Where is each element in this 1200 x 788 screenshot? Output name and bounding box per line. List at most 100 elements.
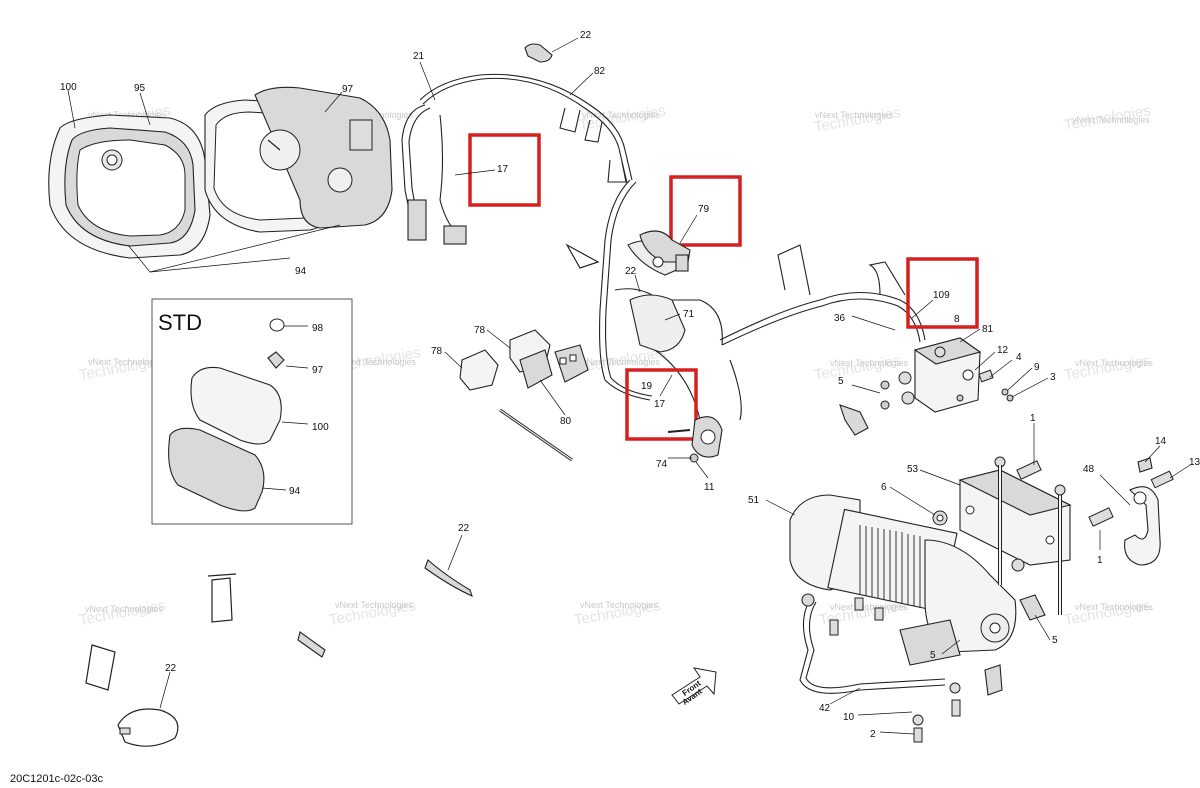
callout-22-low: 22 — [458, 523, 470, 534]
hook-assembly-48 — [1124, 457, 1174, 566]
watermark: vNext Technologies — [1075, 602, 1153, 612]
leader — [889, 486, 936, 516]
leader — [879, 731, 915, 735]
callout-94: 94 — [295, 266, 307, 277]
callout-5-b: 5 — [930, 650, 936, 661]
leader — [1034, 614, 1051, 641]
callout-82: 82 — [594, 66, 606, 77]
callout-8: 8 — [954, 314, 960, 325]
std-callout-100: 100 — [312, 422, 329, 433]
std-variant-box: STD 98 97 100 94 — [151, 298, 353, 525]
leader — [419, 61, 436, 101]
loose-parts — [85, 559, 473, 747]
callout-12: 12 — [997, 345, 1009, 356]
callout-97: 97 — [342, 84, 354, 95]
callout-5-a: 5 — [838, 376, 844, 387]
leader — [851, 384, 881, 394]
leader — [486, 329, 511, 349]
callout-14: 14 — [1155, 436, 1167, 447]
connector-cluster — [639, 230, 691, 272]
watermark: vNext Technologies — [815, 110, 893, 120]
leader — [959, 328, 981, 343]
callout-22-mid: 22 — [625, 266, 637, 277]
callout-13: 13 — [1189, 457, 1200, 468]
std-title: STD — [158, 310, 202, 335]
leader — [139, 92, 151, 126]
leader — [539, 379, 566, 416]
leader — [659, 374, 673, 397]
callout-19: 19 — [641, 381, 653, 392]
watermark: vNext Technologies — [338, 357, 416, 367]
callout-51: 51 — [748, 495, 760, 506]
watermark: vNext Technologies — [1072, 115, 1150, 125]
leader — [324, 91, 343, 113]
leader — [1007, 367, 1033, 391]
leader — [1169, 464, 1191, 479]
watermark: vNext Technologies — [335, 600, 413, 610]
leader — [551, 37, 579, 53]
leader — [1099, 474, 1131, 506]
callout-5-c: 5 — [1052, 635, 1058, 646]
callout-79: 79 — [698, 204, 710, 215]
callout-1-a: 1 — [1030, 413, 1036, 424]
highlight-box-19-17 — [625, 368, 698, 441]
leader — [695, 461, 709, 479]
callout-78-a: 78 — [474, 325, 486, 336]
leader — [974, 351, 996, 371]
gauge-cluster-assembly — [48, 86, 393, 273]
watermark: vNext Technologies — [88, 110, 166, 120]
leader — [664, 313, 681, 321]
leader — [569, 72, 594, 96]
callout-42: 42 — [819, 703, 831, 714]
leader — [765, 499, 796, 516]
leader — [989, 359, 1013, 378]
watermark: vNext Technologies — [830, 602, 908, 612]
watermark: vNext Technologies — [582, 357, 660, 367]
leader — [911, 299, 934, 319]
leader — [67, 89, 76, 129]
contactor-81 — [839, 337, 1014, 436]
watermark: vNext Technologies — [1075, 358, 1153, 368]
fairlead-mount-53 — [932, 456, 1114, 615]
leader — [851, 315, 896, 331]
leader — [1144, 445, 1161, 463]
std-callout-98: 98 — [312, 323, 324, 334]
leader — [941, 639, 961, 655]
highlight-box-109-8 — [906, 257, 979, 329]
callout-81: 81 — [982, 324, 994, 335]
drawing-code: 20C1201c-02c-03c — [10, 773, 103, 785]
leader — [829, 687, 861, 705]
callout-22-bot: 22 — [165, 663, 177, 674]
relay-modules — [459, 329, 589, 462]
callout-22-top: 22 — [580, 30, 592, 41]
callout-71: 71 — [683, 309, 695, 320]
highlight-box-79 — [669, 175, 742, 247]
callout-74: 74 — [656, 459, 668, 470]
callout-80: 80 — [560, 416, 572, 427]
callout-21: 21 — [413, 51, 425, 62]
callout-10: 10 — [843, 712, 855, 723]
leader — [159, 671, 171, 709]
clip-22-top — [524, 43, 553, 63]
std-callout-97: 97 — [312, 365, 324, 376]
leader — [454, 169, 496, 176]
callout-11: 11 — [704, 482, 715, 493]
watermark: vNext Technologies — [830, 358, 908, 368]
bolts-lower — [912, 682, 961, 743]
leader — [447, 534, 463, 571]
callout-36: 36 — [834, 313, 846, 324]
callout-78-b: 78 — [431, 346, 443, 357]
callout-6: 6 — [881, 482, 887, 493]
winch-51 — [789, 494, 1046, 696]
callout-95: 95 — [134, 83, 146, 94]
callout-17-b: 17 — [654, 399, 666, 410]
callout-9: 9 — [1034, 362, 1040, 373]
callout-109: 109 — [933, 290, 950, 301]
leader — [444, 351, 463, 369]
callout-1-b: 1 — [1097, 555, 1103, 566]
watermark: vNext Technologies — [582, 110, 660, 120]
watermark: vNext Technologies — [88, 357, 166, 367]
callout-17-a: 17 — [497, 164, 509, 175]
std-callout-94: 94 — [289, 486, 301, 497]
